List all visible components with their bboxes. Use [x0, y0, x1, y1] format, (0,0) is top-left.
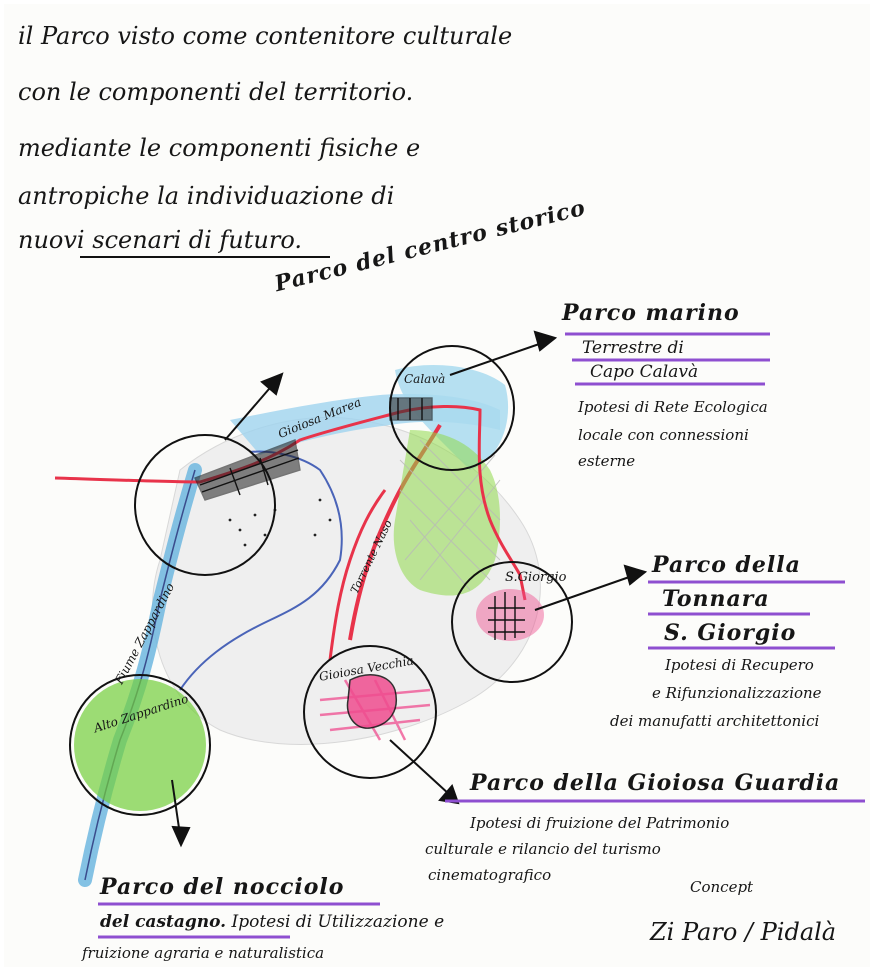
map-label-calava: Calavà	[404, 372, 445, 386]
concept-label: Concept	[690, 878, 753, 896]
parco-nocciolo-line3: fruizione agraria e naturalistica	[82, 944, 324, 962]
map-label-s-giorgio: S.Giorgio	[505, 570, 566, 585]
parco-marino-desc-2: locale con connessioni	[578, 426, 749, 444]
parco-marino-line2: Terrestre di	[582, 338, 684, 358]
parco-marino-desc-1: Ipotesi di Rete Ecologica	[578, 398, 768, 416]
parco-marino-desc-3: esterne	[578, 452, 635, 470]
parco-marino-title: Parco marino	[562, 300, 740, 326]
parco-nocciolo-title: Parco del nocciolo	[100, 874, 344, 900]
parco-gioiosa-title: Parco della Gioiosa Guardia	[470, 770, 840, 796]
parco-gioiosa-desc-2: culturale e rilancio del turismo	[425, 840, 661, 858]
intro-line-5-suffix: .	[294, 226, 302, 254]
parco-tonnara-title-3: S. Giorgio	[664, 620, 796, 646]
parco-gioiosa-desc-3: cinematografico	[428, 866, 551, 884]
parco-nocciolo-line2: del castagno. Ipotesi di Utilizzazione e	[100, 912, 444, 932]
parco-gioiosa-desc-1: Ipotesi di fruizione del Patrimonio	[470, 814, 729, 832]
parco-tonnara-desc-1: Ipotesi di Recupero	[665, 656, 814, 674]
parco-tonnara-title-2: Tonnara	[662, 586, 770, 612]
intro-line-3: mediante le componenti fisiche e	[18, 134, 420, 162]
parco-nocciolo-line2-emph: del castagno.	[100, 912, 226, 932]
intro-line-5-prefix: nuovi	[18, 226, 85, 254]
parco-marino-line3: Capo Calavà	[590, 362, 698, 382]
s-giorgio-area	[476, 589, 544, 641]
intro-line-4: antropiche la individuazione di	[18, 182, 394, 210]
concept-authors: Zi Paro / Pidalà	[650, 918, 836, 946]
parco-tonnara-desc-2: e Rifunzionalizzazione	[652, 684, 822, 702]
parco-tonnara-title-1: Parco della	[652, 552, 801, 578]
intro-line-5: nuovi scenari di futuro.	[18, 226, 302, 254]
parco-nocciolo-line2-rest: Ipotesi di Utilizzazione e	[232, 912, 445, 932]
intro-line-2: con le componenti del territorio.	[18, 78, 413, 106]
intro-line-1: il Parco visto come contenitore cultural…	[18, 22, 512, 50]
town-grid-calava	[390, 398, 432, 420]
intro-emphasis: scenari di futuro	[92, 226, 294, 254]
parco-tonnara-desc-3: dei manufatti architettonici	[610, 712, 819, 730]
